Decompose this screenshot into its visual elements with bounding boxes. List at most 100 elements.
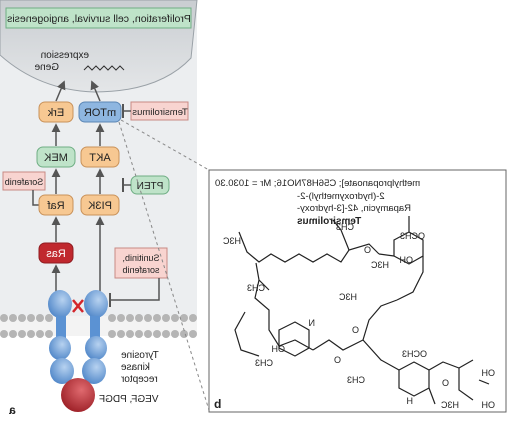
- chem-name-line3: Rapamycin, 42-[3-hydroxy-: [297, 203, 411, 214]
- lipid-head: [45, 330, 53, 338]
- node-ras-label: Ras: [46, 248, 66, 260]
- sunitinib-box: [114, 247, 168, 279]
- lipid-heads-top: [0, 314, 197, 322]
- node-pi3k: [80, 194, 120, 216]
- atom-och3-lower: OCH3: [402, 349, 427, 359]
- node-akt: [80, 146, 120, 168]
- chem-name-line2: 2-(hydroxymethyl)-2-: [297, 191, 385, 202]
- receptor-ecd-left-2: [82, 358, 106, 384]
- atom-oh-left: OH: [272, 344, 286, 354]
- atom-o-ester: O: [442, 378, 449, 388]
- connector-top: [120, 119, 210, 171]
- sunitinib-inhibit-line: [111, 278, 160, 301]
- lipid-head: [117, 330, 125, 338]
- lipid-head: [45, 314, 53, 322]
- node-mek-label: MEK: [43, 152, 68, 164]
- block-x-2: [72, 299, 84, 313]
- atom-h3c-ring: H3C: [370, 260, 389, 270]
- node-mek: [36, 146, 76, 168]
- lipid-head: [126, 330, 134, 338]
- atom-oh-right: OH: [400, 255, 414, 265]
- connector-bottom: [118, 121, 210, 411]
- lipid-head: [189, 314, 197, 322]
- lipid-head: [0, 314, 8, 322]
- node-raf-label: Raf: [47, 200, 65, 212]
- receptor: [48, 290, 108, 384]
- lipid-head: [18, 330, 26, 338]
- lipid-head: [9, 330, 17, 338]
- lipid-head: [36, 314, 44, 322]
- receptor-ecd-right-2: [50, 358, 74, 384]
- atom-ch3-lower: CH3: [347, 375, 365, 385]
- sorafenib-raf-box: [2, 171, 46, 191]
- lipid-head: [171, 314, 179, 322]
- lipid-heads-bottom: [0, 330, 197, 338]
- lipid-head: [144, 314, 152, 322]
- receptor-ecd-right-1: [49, 336, 71, 360]
- node-ras: [38, 242, 74, 264]
- sorafenib-raf-inhibit-line: [32, 190, 39, 206]
- node-erk-label: Erk: [47, 107, 64, 119]
- lipid-head: [189, 330, 197, 338]
- nucleus-output-text: Proliferation, cell survival, angiogenes…: [7, 13, 191, 25]
- chem-name-line1: methylpropanoate]; C56H87NO16; Mr = 1030…: [215, 178, 420, 189]
- expression-label: expression: [41, 50, 89, 61]
- lipid-head: [153, 314, 161, 322]
- mtor-to-nucleus-arrow: [90, 80, 101, 102]
- lipid-head: [144, 330, 152, 338]
- lipid-head: [108, 314, 116, 322]
- receptor-tm-right: [56, 316, 66, 338]
- panel-a-letter: a: [9, 403, 16, 417]
- node-akt-label: AKT: [89, 152, 111, 164]
- atom-o-mid: O: [352, 325, 359, 335]
- panel-b-frame: [208, 169, 507, 413]
- structure-atoms: OCH3 CH3 H3C O OH H3C CH3 H3C N O OH CH3…: [222, 222, 495, 410]
- atom-h: H: [407, 396, 414, 406]
- atom-h3c-bottom: H3C: [440, 400, 459, 410]
- atom-oh-bottom-1: OH: [482, 368, 496, 378]
- lipid-head: [27, 314, 35, 322]
- lipid-head: [27, 330, 35, 338]
- atom-och3-top: OCH3: [400, 231, 425, 241]
- gene-label: Gene: [34, 62, 59, 73]
- lipid-head: [180, 330, 188, 338]
- ligand-label: VEGF, PDGF: [99, 394, 158, 405]
- lipid-head: [135, 314, 143, 322]
- atom-ch3-top: CH3: [336, 222, 354, 232]
- receptor-tm-left: [90, 316, 100, 338]
- drug-name: Temsirolimus: [297, 216, 362, 227]
- lipid-head: [180, 314, 188, 322]
- node-mtor: [78, 101, 122, 123]
- lipid-head: [126, 314, 134, 322]
- output-box: [5, 7, 192, 29]
- atom-ch3-left: CH3: [247, 283, 265, 293]
- lipid-head: [117, 314, 125, 322]
- atom-h3c-left: H3C: [222, 236, 241, 246]
- receptor-kinase-domain-left: [84, 290, 108, 318]
- sunitinib-label: Sunitinib,: [122, 253, 159, 263]
- dna-strand: [83, 65, 125, 71]
- lipid-head: [0, 330, 8, 338]
- lipid-head: [162, 314, 170, 322]
- lipid-head: [135, 330, 143, 338]
- node-pi3k-label: PI3K: [87, 200, 112, 212]
- panel-a: Proliferation, cell survival, angiogenes…: [0, 0, 198, 417]
- structure-bonds: [234, 216, 490, 405]
- lipid-head: [162, 330, 170, 338]
- node-raf: [38, 194, 74, 216]
- atom-o-right-ring: O: [364, 245, 371, 255]
- receptor-ecd-left-1: [85, 336, 107, 360]
- sorafenib-label: sorafenib: [122, 265, 159, 275]
- sorafenib-raf-label: Sorafenib: [5, 177, 44, 187]
- receptor-kinase-domain-right: [48, 290, 72, 318]
- atom-ch3-bottom-left: CH3: [255, 358, 273, 368]
- erk-to-nucleus-arrow: [55, 80, 66, 102]
- lipid-head: [36, 330, 44, 338]
- lipid-head: [153, 330, 161, 338]
- atom-o-lower: O: [334, 355, 341, 365]
- panel-b: methylpropanoate]; C56H87NO16; Mr = 1030…: [208, 169, 507, 413]
- node-pten-label: PTEN: [137, 181, 164, 192]
